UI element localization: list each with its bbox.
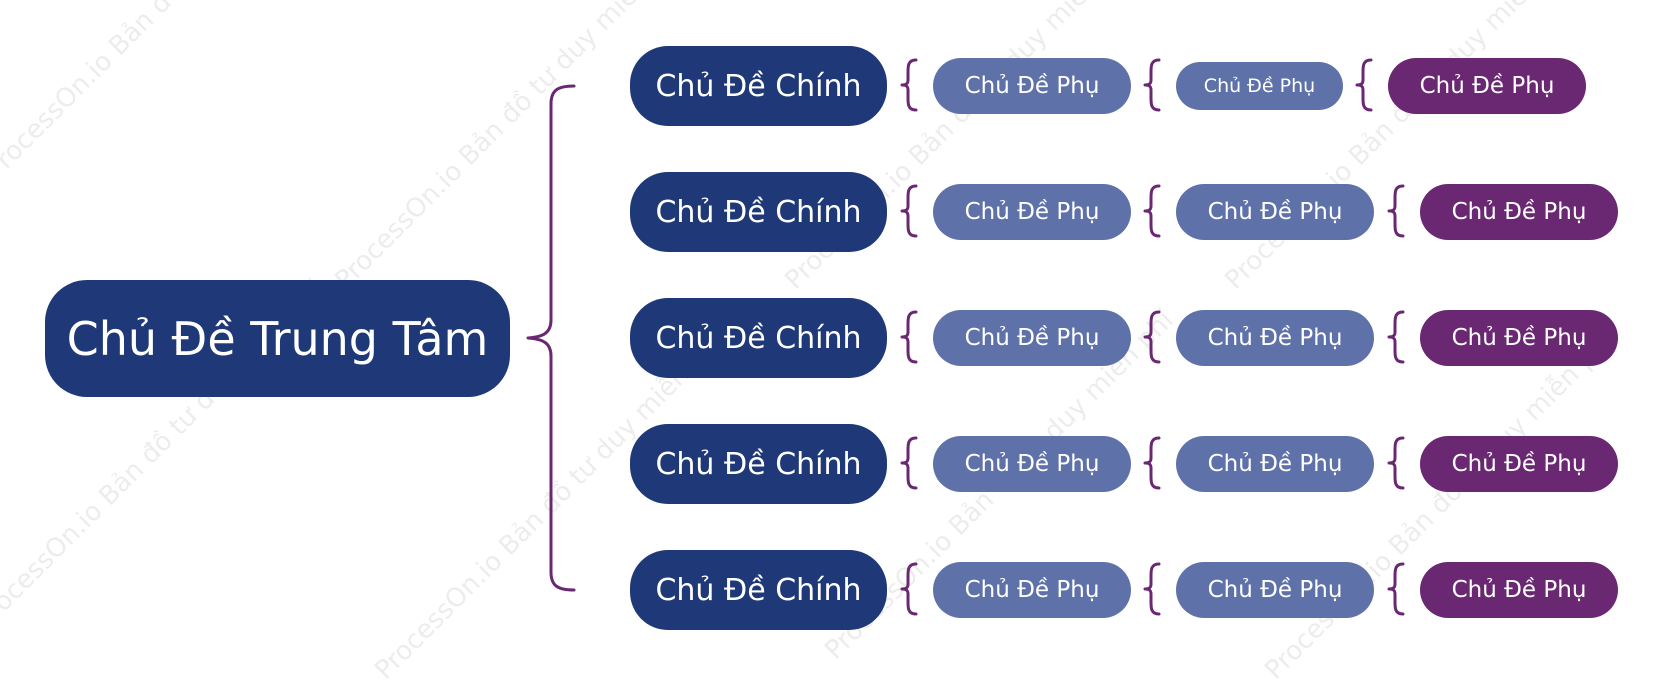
sub-topic-label: Chủ Đề Phụ bbox=[1203, 75, 1316, 97]
sub-topic-label: Chủ Đề Phụ bbox=[964, 73, 1100, 99]
sub-topic-node[interactable]: Chủ Đề Phụ bbox=[1176, 62, 1343, 110]
main-topic-node[interactable]: Chủ Đề Chính bbox=[630, 298, 887, 378]
sub-brace-connector bbox=[1143, 436, 1161, 490]
sub-brace-connector bbox=[900, 436, 918, 490]
main-topic-label: Chủ Đề Chính bbox=[655, 68, 862, 104]
sub-topic-node[interactable]: Chủ Đề Phụ bbox=[1176, 436, 1374, 492]
sub-topic-label: Chủ Đề Phụ bbox=[1451, 199, 1587, 225]
sub-topic-node[interactable]: Chủ Đề Phụ bbox=[1176, 184, 1374, 240]
sub-topic-label: Chủ Đề Phụ bbox=[964, 199, 1100, 225]
central-topic-label: Chủ Đề Trung Tâm bbox=[66, 311, 489, 366]
sub-topic-label: Chủ Đề Phụ bbox=[964, 325, 1100, 351]
sub-topic-label: Chủ Đề Phụ bbox=[964, 577, 1100, 603]
sub-topic-node[interactable]: Chủ Đề Phụ bbox=[933, 184, 1131, 240]
sub-brace-connector bbox=[1387, 184, 1405, 238]
sub-topic-label: Chủ Đề Phụ bbox=[1207, 325, 1343, 351]
sub-topic-label: Chủ Đề Phụ bbox=[1419, 73, 1555, 99]
sub-topic-node[interactable]: Chủ Đề Phụ bbox=[1388, 58, 1586, 114]
sub-topic-label: Chủ Đề Phụ bbox=[1451, 451, 1587, 477]
sub-topic-node[interactable]: Chủ Đề Phụ bbox=[933, 58, 1131, 114]
sub-brace-connector bbox=[900, 58, 918, 112]
sub-brace-connector bbox=[1355, 58, 1373, 112]
sub-topic-node[interactable]: Chủ Đề Phụ bbox=[1420, 562, 1618, 618]
sub-brace-connector bbox=[900, 562, 918, 616]
sub-brace-connector bbox=[1143, 184, 1161, 238]
sub-brace-connector bbox=[1387, 310, 1405, 364]
sub-topic-node[interactable]: Chủ Đề Phụ bbox=[933, 436, 1131, 492]
sub-topic-node[interactable]: Chủ Đề Phụ bbox=[933, 562, 1131, 618]
sub-brace-connector bbox=[1143, 562, 1161, 616]
sub-brace-connector bbox=[1143, 310, 1161, 364]
sub-brace-connector bbox=[900, 310, 918, 364]
main-topic-label: Chủ Đề Chính bbox=[655, 572, 862, 608]
main-topic-label: Chủ Đề Chính bbox=[655, 320, 862, 356]
central-topic-node[interactable]: Chủ Đề Trung Tâm bbox=[45, 280, 510, 397]
sub-topic-label: Chủ Đề Phụ bbox=[1207, 199, 1343, 225]
sub-topic-label: Chủ Đề Phụ bbox=[1207, 577, 1343, 603]
main-topic-node[interactable]: Chủ Đề Chính bbox=[630, 46, 887, 126]
sub-topic-node[interactable]: Chủ Đề Phụ bbox=[1176, 310, 1374, 366]
sub-topic-label: Chủ Đề Phụ bbox=[1451, 577, 1587, 603]
main-topic-node[interactable]: Chủ Đề Chính bbox=[630, 550, 887, 630]
sub-topic-node[interactable]: Chủ Đề Phụ bbox=[1420, 310, 1618, 366]
sub-brace-connector bbox=[1387, 436, 1405, 490]
main-topic-label: Chủ Đề Chính bbox=[655, 446, 862, 482]
main-topic-node[interactable]: Chủ Đề Chính bbox=[630, 172, 887, 252]
sub-topic-label: Chủ Đề Phụ bbox=[964, 451, 1100, 477]
sub-brace-connector bbox=[1387, 562, 1405, 616]
sub-topic-node[interactable]: Chủ Đề Phụ bbox=[1176, 562, 1374, 618]
sub-brace-connector bbox=[1143, 58, 1161, 112]
sub-brace-connector bbox=[900, 184, 918, 238]
sub-topic-label: Chủ Đề Phụ bbox=[1207, 451, 1343, 477]
main-topic-label: Chủ Đề Chính bbox=[655, 194, 862, 230]
main-topic-node[interactable]: Chủ Đề Chính bbox=[630, 424, 887, 504]
sub-topic-label: Chủ Đề Phụ bbox=[1451, 325, 1587, 351]
sub-topic-node[interactable]: Chủ Đề Phụ bbox=[1420, 436, 1618, 492]
sub-topic-node[interactable]: Chủ Đề Phụ bbox=[933, 310, 1131, 366]
sub-topic-node[interactable]: Chủ Đề Phụ bbox=[1420, 184, 1618, 240]
